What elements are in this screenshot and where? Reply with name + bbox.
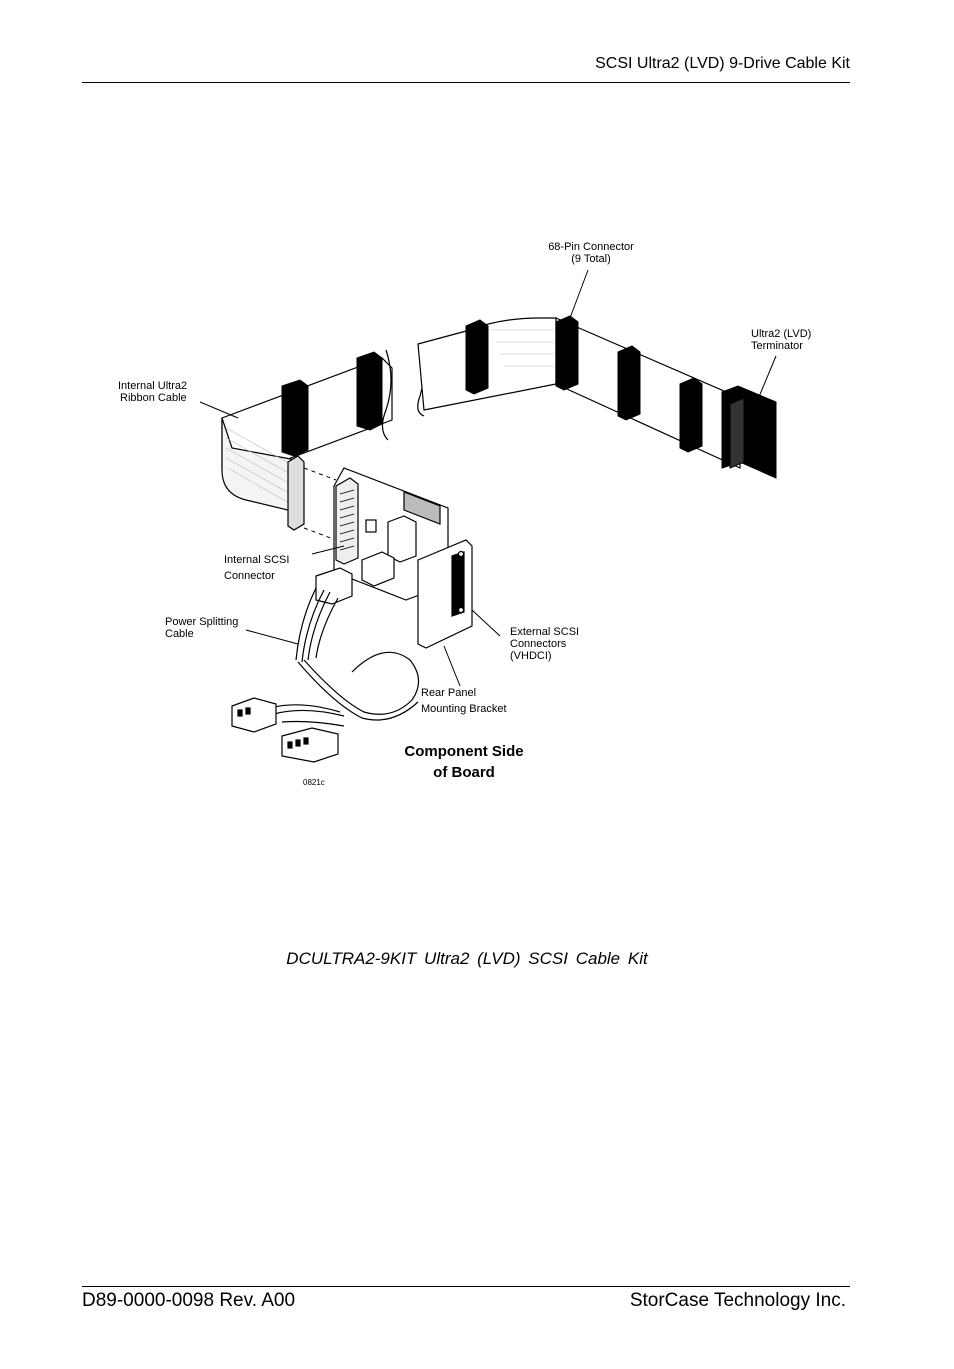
label-component-side-2: of Board	[433, 764, 495, 781]
label-external-scsi: External SCSI	[510, 626, 579, 638]
ribbon-connector	[465, 315, 703, 453]
power-splitting-cable	[269, 567, 420, 727]
label-68pin-connector: 68-Pin Connector	[548, 241, 634, 253]
molex-power-connector	[231, 697, 339, 763]
header-rule	[82, 82, 850, 83]
label-external-scsi-2: Connectors	[510, 638, 567, 650]
ribbon-connector	[281, 351, 383, 457]
label-component-side: Component Side	[404, 743, 523, 760]
label-terminator: Ultra2 (LVD)	[751, 328, 811, 340]
footer-rule	[82, 1286, 850, 1287]
label-rear-panel-2: Mounting Bracket	[421, 703, 507, 715]
label-external-scsi-3: (VHDCI)	[510, 650, 552, 662]
label-rear-panel: Rear Panel	[421, 687, 476, 699]
label-internal-scsi-2: Connector	[224, 570, 275, 582]
label-power-splitting-2: Cable	[165, 628, 194, 640]
label-power-splitting: Power Splitting	[165, 616, 238, 628]
figure-code: 0821c	[303, 778, 325, 787]
page-header-title: SCSI Ultra2 (LVD) 9-Drive Cable Kit	[595, 55, 850, 72]
ribbon-end-connector	[287, 455, 305, 531]
lvd-terminator	[721, 385, 777, 479]
label-ribbon-cable-2: Ribbon Cable	[120, 392, 187, 404]
label-internal-scsi: Internal SCSI	[224, 554, 289, 566]
label-ribbon-cable: Internal Ultra2	[118, 380, 187, 392]
figure-caption: DCULTRA2-9KIT Ultra2 (LVD) SCSI Cable Ki…	[286, 949, 648, 968]
label-terminator-2: Terminator	[751, 340, 803, 352]
label-68pin-count: (9 Total)	[571, 253, 611, 265]
footer-company: StorCase Technology Inc.	[629, 1290, 846, 1311]
rear-panel-mounting-bracket	[417, 539, 473, 649]
footer-doc-number: D89-0000-0098 Rev. A00	[82, 1290, 296, 1311]
